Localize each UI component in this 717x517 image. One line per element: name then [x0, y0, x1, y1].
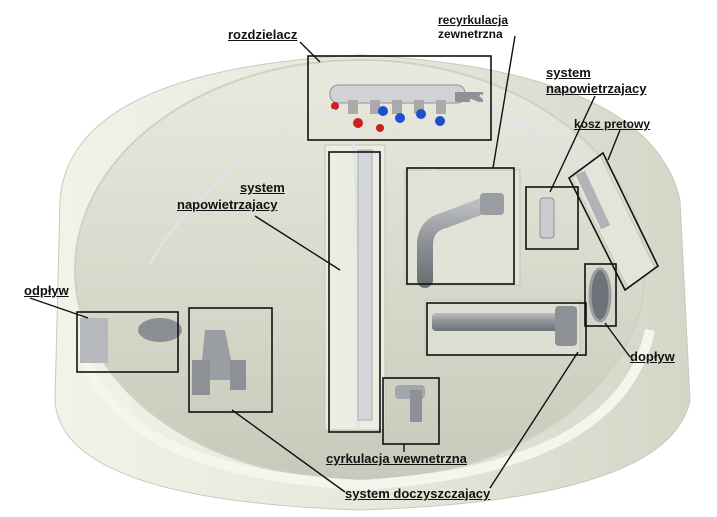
label-cyrkulacja-wewnetrzna: cyrkulacja wewnetrzna — [326, 451, 467, 466]
label-rozdzielacz: rozdzielacz — [228, 27, 298, 42]
callout-frames — [76, 55, 660, 445]
label-odplyw: odpływ — [24, 283, 69, 298]
label-system-doczyszczajacy: system doczyszczajacy — [345, 486, 491, 501]
label-system-napow-right-line1: system — [546, 65, 591, 80]
internal-circ-pipe — [395, 385, 425, 422]
label-system-napow-left-line1: system — [240, 180, 285, 195]
manifold-valves — [331, 100, 446, 132]
label-doplyw: dopływ — [630, 349, 675, 364]
label-recyrkulacja-line2: zewnetrzna — [438, 27, 503, 41]
recirc-elbow — [417, 193, 504, 288]
inflow-pipe — [432, 306, 577, 346]
label-system-napow-left-line2: napowietrzajacy — [177, 197, 278, 212]
label-recyrkulacja-line1: recyrkulacja — [438, 13, 509, 27]
central-pipe — [357, 149, 373, 421]
aeration-unit — [539, 197, 555, 239]
leader-lines — [29, 35, 631, 493]
label-kosz-pretowy: kosz pretowy — [574, 117, 651, 131]
inflow-opening — [588, 267, 612, 323]
label-system-napow-right-line2: napowietrzajacy — [546, 81, 647, 96]
outflow-fittings — [80, 318, 246, 395]
